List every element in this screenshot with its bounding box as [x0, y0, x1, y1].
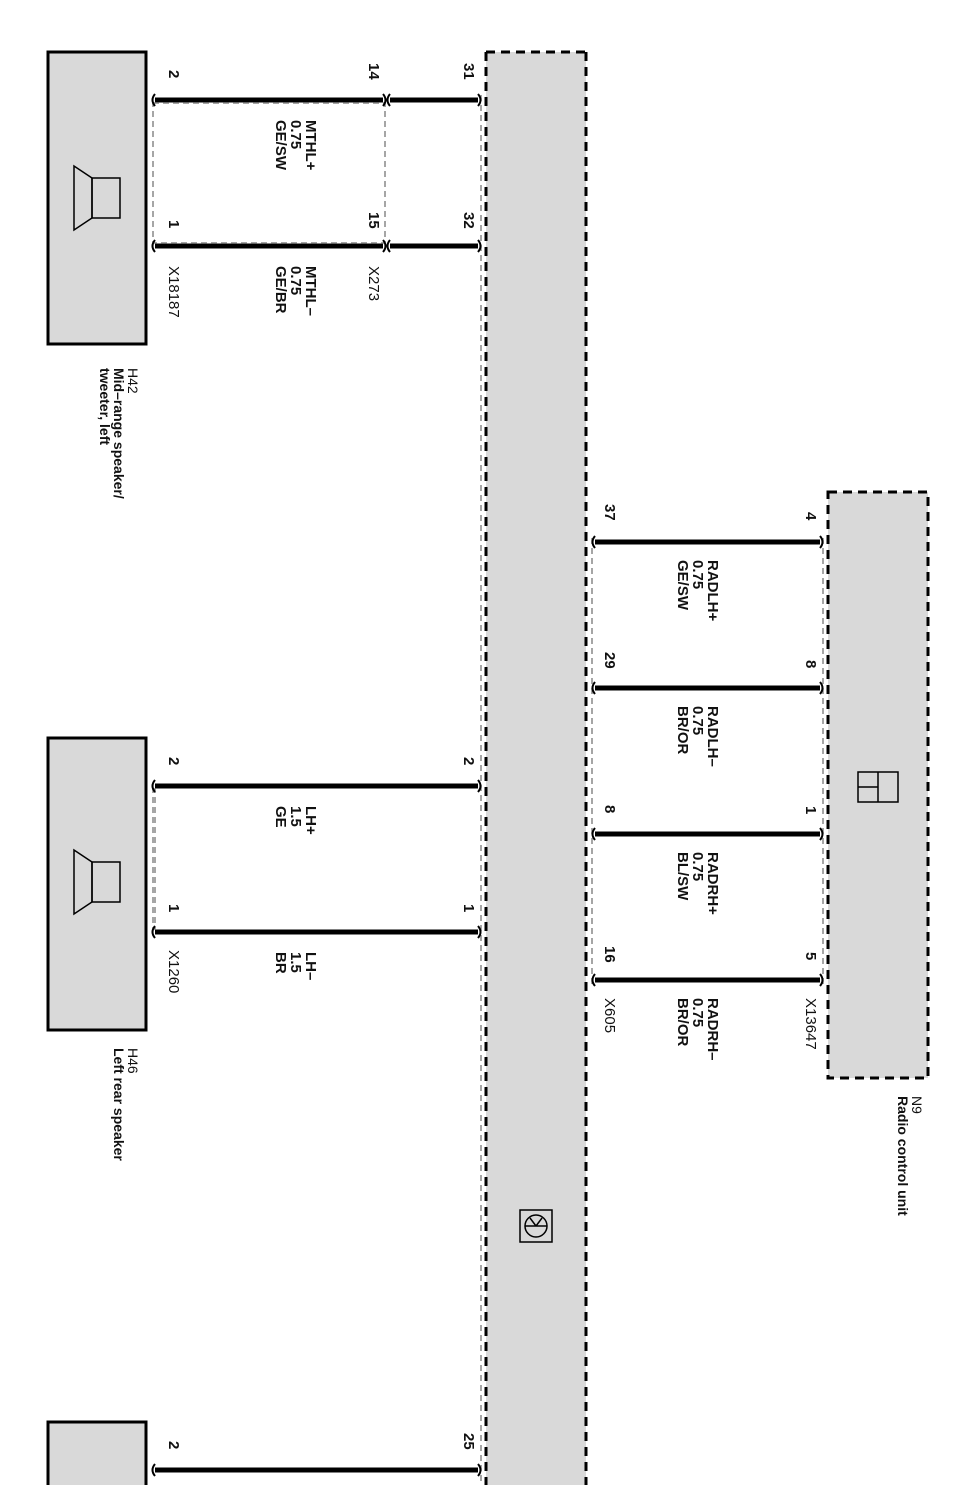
- pin-label: 14: [365, 63, 382, 80]
- pin-label: 1: [802, 806, 819, 815]
- pin-label: 37: [601, 504, 618, 521]
- n9-label: N9 Radio control unit: [895, 1096, 925, 1216]
- bottom-component-box: [46, 1420, 148, 1485]
- central-bus: [486, 52, 586, 1485]
- wire-label-lh-neg: LH– 1.5 BR: [272, 952, 319, 981]
- wire-label-radlh-pos: RADLH+ 0.75 GE/SW: [674, 560, 721, 622]
- pin-label: 1: [460, 904, 477, 913]
- wire-label-mthl-neg: MTHL– 0.75 GE/BR: [272, 266, 319, 316]
- pin-label: 2: [460, 757, 477, 766]
- pin-label: 2: [165, 1441, 182, 1450]
- pin-label: 15: [365, 212, 382, 229]
- ground-icon: [519, 1209, 553, 1243]
- wire-label-radlh-neg: RADLH– 0.75 BR/OR: [674, 706, 721, 767]
- wire-label-lh-pos: LH+ 1.5 GE: [272, 806, 319, 835]
- h46-box: [46, 736, 148, 1032]
- connector-label: X273: [365, 266, 382, 302]
- wire-label-mthl-pos: MTHL+ 0.75 GE/SW: [272, 120, 319, 171]
- pin-label: 5: [802, 952, 819, 961]
- pin-label: 1: [165, 220, 182, 229]
- connector-label: X18187: [165, 266, 182, 318]
- control-unit-icon: [857, 771, 899, 803]
- pin-label: 29: [601, 652, 618, 669]
- h46-label: H46 Left rear speaker: [111, 1048, 141, 1161]
- pin-label: 32: [460, 212, 477, 229]
- wire-label-radrh-pos: RADRH+ 0.75 BL/SW: [674, 852, 721, 915]
- pin-label: 25: [460, 1433, 477, 1450]
- connector-label: X605: [601, 998, 618, 1034]
- pin-label: 4: [802, 512, 819, 521]
- pin-label: 2: [165, 70, 182, 79]
- h42-label: H42 Mid–range speaker/ tweeter, left: [97, 368, 141, 499]
- pin-label: 8: [802, 660, 819, 669]
- pin-label: 1: [165, 904, 182, 913]
- connector-label: X13647: [802, 998, 819, 1050]
- wire-label-radrh-neg: RADRH– 0.75 BR/OR: [674, 998, 721, 1061]
- pin-label: 31: [460, 63, 477, 80]
- pin-label: 2: [165, 757, 182, 766]
- speaker-icon: [73, 848, 121, 916]
- pin-label: 16: [601, 946, 618, 963]
- h42-box: [46, 50, 148, 346]
- speaker-icon: [73, 164, 121, 232]
- connector-label: X1260: [165, 950, 182, 994]
- pin-label: 8: [601, 805, 618, 814]
